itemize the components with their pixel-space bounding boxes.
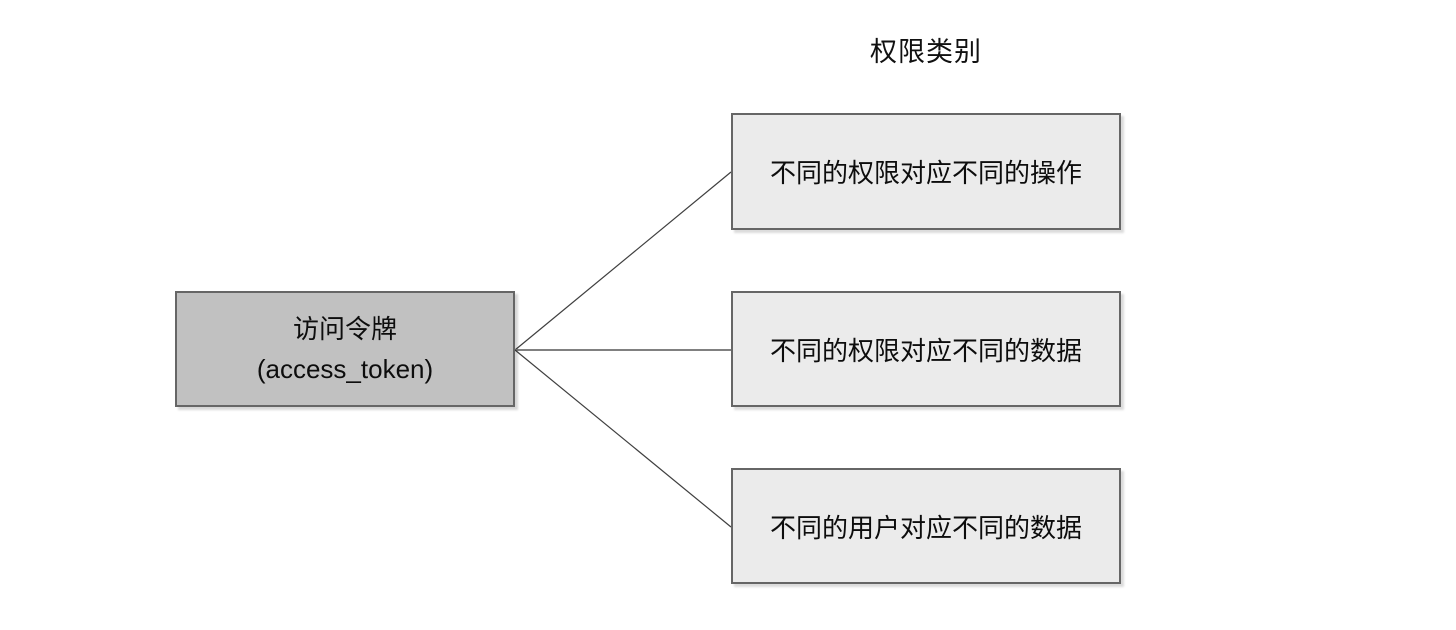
diagram-title: 权限类别 — [870, 37, 982, 67]
access-token-label-cn: 访问令牌 — [292, 314, 397, 344]
access-token-label-en: (access_token) — [256, 354, 434, 384]
branch-label: 不同的权限对应不同的数据 — [769, 335, 1082, 366]
connector-top — [514, 171, 732, 351]
node-branch-permission-data: 不同的权限对应不同的数据 — [731, 291, 1121, 407]
node-access-token: 访问令牌 (access_token) — [175, 291, 515, 407]
branch-label: 不同的权限对应不同的操作 — [769, 158, 1082, 188]
node-branch-operations: 不同的权限对应不同的操作 — [731, 113, 1121, 230]
branch-label: 不同的用户对应不同的数据 — [769, 512, 1082, 543]
connector-bottom — [514, 349, 732, 528]
node-branch-user-data: 不同的用户对应不同的数据 — [731, 468, 1121, 584]
